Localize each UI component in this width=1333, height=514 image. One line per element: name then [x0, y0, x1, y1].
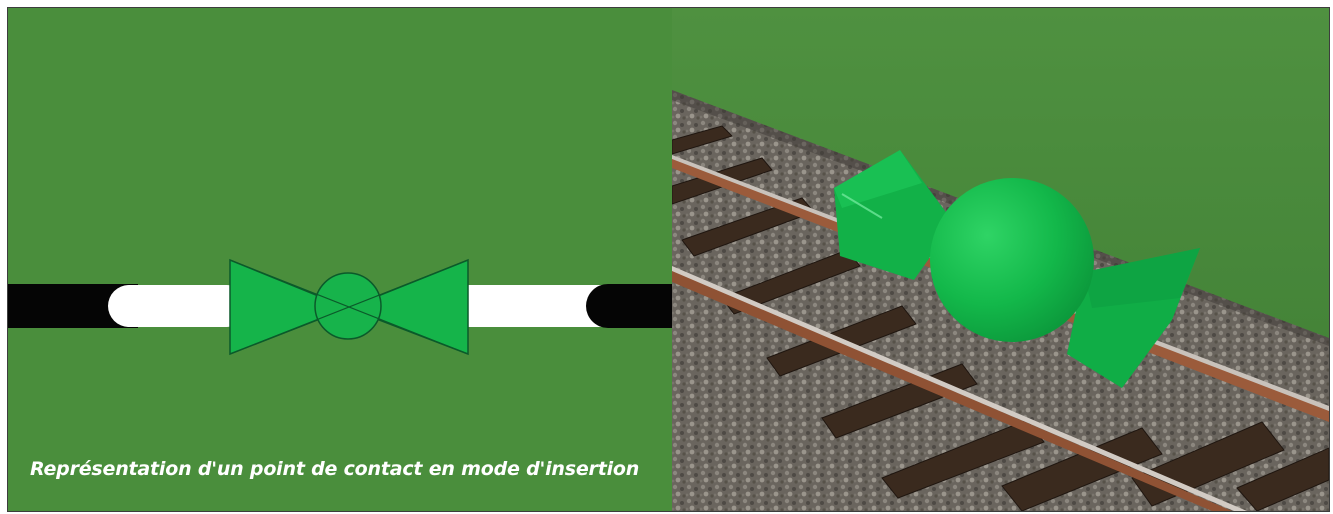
contact-point-3d[interactable] — [834, 150, 1200, 388]
sphere — [930, 178, 1094, 342]
schematic-canvas — [8, 258, 672, 356]
figure-caption: Représentation d'un point de contact en … — [30, 458, 640, 480]
track-left-white — [108, 285, 248, 327]
track-right-cap — [586, 284, 672, 328]
render-canvas — [672, 8, 1329, 511]
render-3d-view — [672, 8, 1329, 511]
contact-point-symbol[interactable] — [229, 258, 469, 356]
schematic-2d-view: Représentation d'un point de contact en … — [8, 8, 672, 511]
figure-frame: Représentation d'un point de contact en … — [7, 7, 1330, 512]
track-right-white — [448, 285, 628, 327]
cross-line-2 — [229, 259, 469, 355]
